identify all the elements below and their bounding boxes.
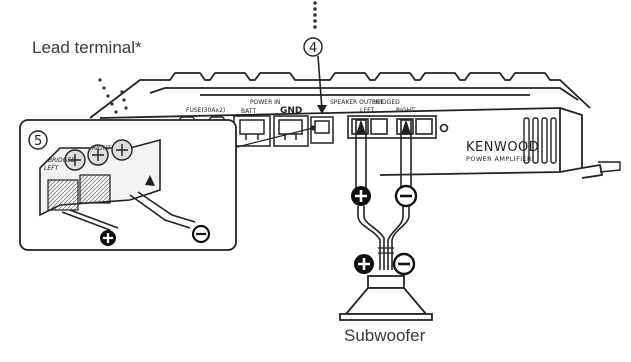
leader-dot	[310, 125, 316, 131]
subwoofer-icon	[339, 275, 433, 321]
gnd-label: GND	[280, 106, 302, 116]
fuse-label: FUSE(30Ax2)	[186, 107, 225, 114]
lead-terminal-dots	[98, 78, 128, 114]
right-label: RIGHT	[396, 107, 415, 114]
wire-arrows	[355, 119, 412, 191]
step-5-number: 5	[34, 134, 42, 149]
amplifier-body	[89, 72, 621, 179]
amplifier-vents	[523, 117, 557, 164]
step-4-number: 4	[309, 41, 317, 56]
speaker-output-label: SPEAKER OUTPUT	[330, 99, 384, 106]
cable-plus-badge	[354, 254, 374, 274]
brand-logo: KENWOOD	[466, 140, 539, 155]
inset-right-label: RIGHT	[92, 145, 112, 152]
inset-left-label: LEFT	[44, 165, 60, 172]
inset-leader-line	[232, 127, 314, 149]
step-4-callout: 4	[303, 37, 327, 114]
plus-badge	[351, 186, 371, 206]
power-in-label: POWER IN	[250, 99, 280, 106]
inset-box: 5 LEFT BRIDGED RIGHT	[19, 119, 237, 251]
bridged-label: BRIDGED	[372, 99, 400, 106]
inset-bridged-label: BRIDGED	[48, 157, 76, 164]
speaker-cable	[357, 206, 410, 270]
cable-minus-badge	[392, 252, 416, 276]
power-terminals	[233, 115, 309, 147]
lead-terminal-label: Lead terminal*	[32, 38, 142, 57]
batt-label: BATT	[241, 108, 256, 115]
top-dotted-line	[313, 1, 317, 29]
brand-subtitle: POWER AMPLIFIER	[466, 155, 532, 163]
left-label: LEFT	[360, 107, 374, 114]
minus-badge	[394, 184, 418, 208]
subwoofer-label: Subwoofer	[344, 326, 426, 345]
